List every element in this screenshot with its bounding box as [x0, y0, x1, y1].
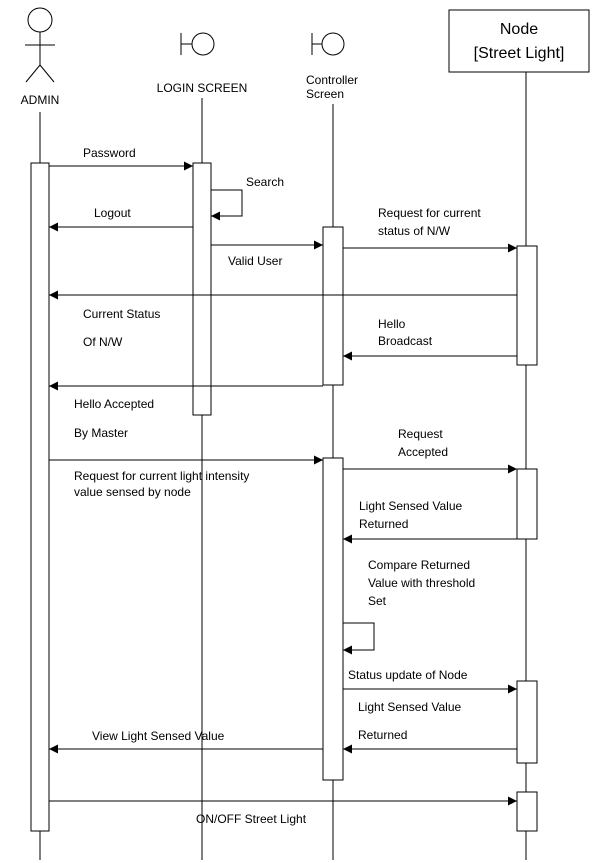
- msg-on-off: ON/OFF Street Light: [196, 812, 307, 826]
- msg-light-sensed-returned-line2: Returned: [359, 517, 408, 531]
- msg-compare-line3: Set: [368, 594, 387, 608]
- node-activation-3: [516, 680, 538, 764]
- msg-search: Search: [246, 175, 284, 189]
- msg-light-sensed-returned-2-line2: Returned: [358, 728, 407, 742]
- arrow-compare-self: [343, 622, 375, 655]
- msg-request-status-line2: status of N/W: [378, 224, 451, 238]
- controller-label-line2: Screen: [306, 87, 344, 101]
- node-label-line2: [Street Light]: [474, 45, 565, 62]
- msg-request-intensity-line2: value sensed by node: [74, 485, 191, 499]
- admin-label: ADMIN: [21, 93, 60, 107]
- node-activation-4: [516, 791, 538, 832]
- msg-view-light: View Light Sensed Value: [92, 729, 225, 743]
- msg-request-accepted-line1: Request: [398, 427, 443, 441]
- admin-actor-icon: [25, 7, 55, 83]
- arrow-search-self: [211, 189, 243, 221]
- msg-logout: Logout: [94, 206, 131, 220]
- msg-hello-broadcast-line2: Broadcast: [378, 334, 433, 348]
- msg-request-intensity-line1: Request for current light intensity: [74, 469, 249, 483]
- msg-hello-accepted-line2: By Master: [74, 426, 128, 440]
- node-activation-2: [516, 468, 538, 540]
- msg-hello-accepted-line1: Hello Accepted: [74, 397, 154, 411]
- msg-request-accepted-line2: Accepted: [398, 445, 448, 459]
- controller-label-line1: Controller: [306, 73, 358, 87]
- msg-hello-broadcast-line1: Hello: [378, 317, 406, 331]
- login-activation: [192, 162, 212, 416]
- msg-valid-user: Valid User: [228, 254, 282, 268]
- msg-request-status-line1: Request for current: [378, 206, 481, 220]
- msg-current-status-line1: Current Status: [83, 307, 160, 321]
- node-activation-1: [516, 245, 538, 366]
- msg-password: Password: [83, 146, 136, 160]
- controller-boundary-icon: [311, 32, 345, 56]
- login-screen-label: LOGIN SCREEN: [157, 81, 248, 95]
- msg-compare-line1: Compare Returned: [368, 558, 470, 572]
- msg-light-sensed-returned-line1: Light Sensed Value: [359, 499, 463, 513]
- admin-activation: [30, 162, 50, 832]
- login-boundary-icon: [180, 32, 215, 56]
- controller-activation-1: [322, 226, 344, 386]
- msg-status-update: Status update of Node: [348, 668, 468, 682]
- msg-light-sensed-returned-2-line1: Light Sensed Value: [358, 700, 462, 714]
- controller-activation-2: [322, 457, 344, 781]
- node-participant-box: [448, 9, 590, 73]
- node-label-line1: Node: [500, 21, 538, 38]
- msg-compare-line2: Value with threshold: [368, 576, 475, 590]
- msg-current-status-line2: Of N/W: [83, 335, 123, 349]
